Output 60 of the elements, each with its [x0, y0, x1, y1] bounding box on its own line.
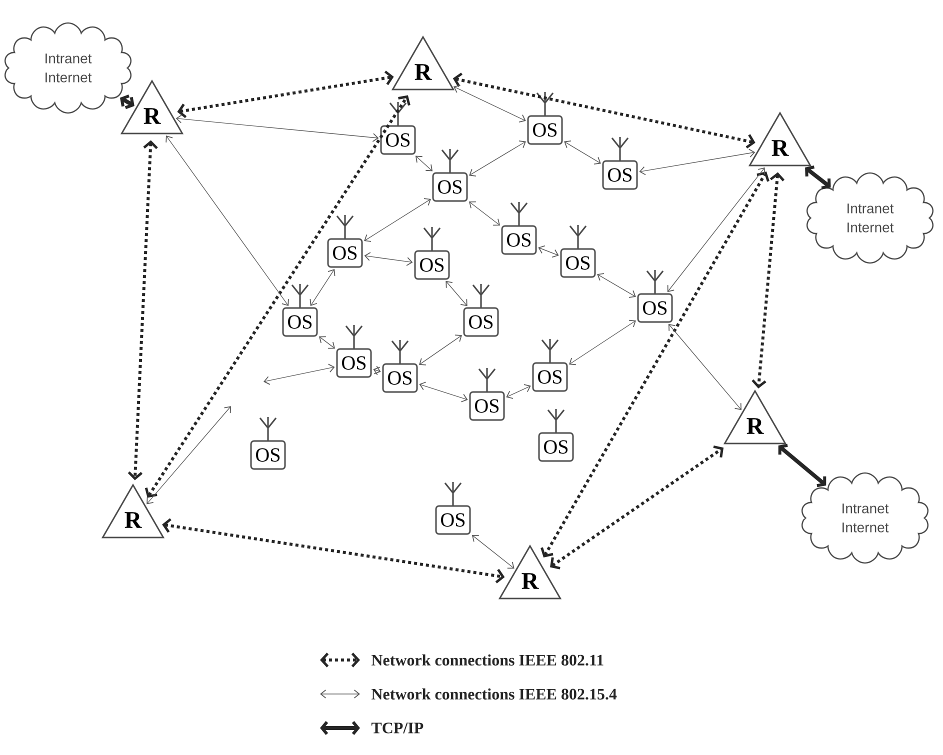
arrow — [597, 273, 636, 298]
device-box: OS — [501, 225, 537, 255]
arrow — [310, 269, 336, 306]
dotted-arrow — [550, 445, 724, 570]
device-box: OS — [336, 348, 372, 378]
arrow — [667, 167, 765, 292]
device-box: OS — [560, 248, 596, 278]
dotted-arrow — [452, 72, 756, 149]
dotted-arrow — [144, 95, 410, 498]
arrow — [166, 135, 289, 306]
dotted-arrow — [752, 172, 785, 388]
arrow — [506, 384, 531, 399]
arrow — [419, 334, 462, 366]
arrow — [453, 84, 526, 123]
device-box: OS — [432, 172, 468, 202]
dotted-arrow — [162, 518, 505, 584]
arrow — [538, 245, 559, 258]
device-box: OS — [414, 250, 450, 280]
arrow — [639, 148, 756, 176]
device-box: OS — [532, 362, 568, 392]
arrow — [373, 366, 381, 376]
double-arrow — [120, 94, 134, 110]
dotted-arrow — [128, 140, 158, 480]
double-arrow — [778, 444, 826, 488]
arrow — [176, 114, 379, 142]
device-box: OS — [469, 391, 505, 421]
arrow — [364, 252, 413, 266]
arrow — [446, 280, 468, 306]
device-box: OS — [327, 238, 363, 268]
device-box: OS — [637, 293, 673, 323]
legend-text: Network connections IEEE 802.15.4 — [372, 688, 617, 700]
cloud: Intranet Internet — [4, 22, 132, 114]
arrow — [263, 364, 335, 385]
arrow — [415, 156, 433, 172]
device-box: OS — [463, 307, 499, 337]
legend-text: Network connections IEEE 802.11 — [372, 654, 604, 666]
device-box: OS — [382, 363, 418, 393]
device-box: OS — [250, 440, 286, 470]
arrow — [668, 324, 742, 410]
arrow — [146, 406, 232, 504]
device-box: OS — [380, 125, 416, 155]
arrow — [564, 140, 601, 165]
arrow — [472, 534, 514, 569]
device-box: OS — [527, 115, 563, 145]
dotted-arrow — [540, 171, 770, 558]
cloud: Intranet Internet — [806, 172, 934, 264]
arrow — [468, 201, 500, 226]
arrow — [364, 198, 431, 242]
arrow — [569, 320, 636, 366]
cloud: Intranet Internet — [801, 472, 929, 564]
device-box: OS — [538, 432, 574, 462]
arrow — [318, 336, 336, 349]
dotted-arrow — [177, 70, 394, 118]
arrow — [469, 140, 526, 177]
device-box: OS — [282, 307, 318, 337]
double-arrow — [805, 166, 831, 190]
device-box: OS — [602, 160, 638, 190]
device-box: OS — [435, 505, 471, 535]
arrow — [419, 382, 468, 402]
legend-text: TCP/IP — [371, 722, 424, 734]
